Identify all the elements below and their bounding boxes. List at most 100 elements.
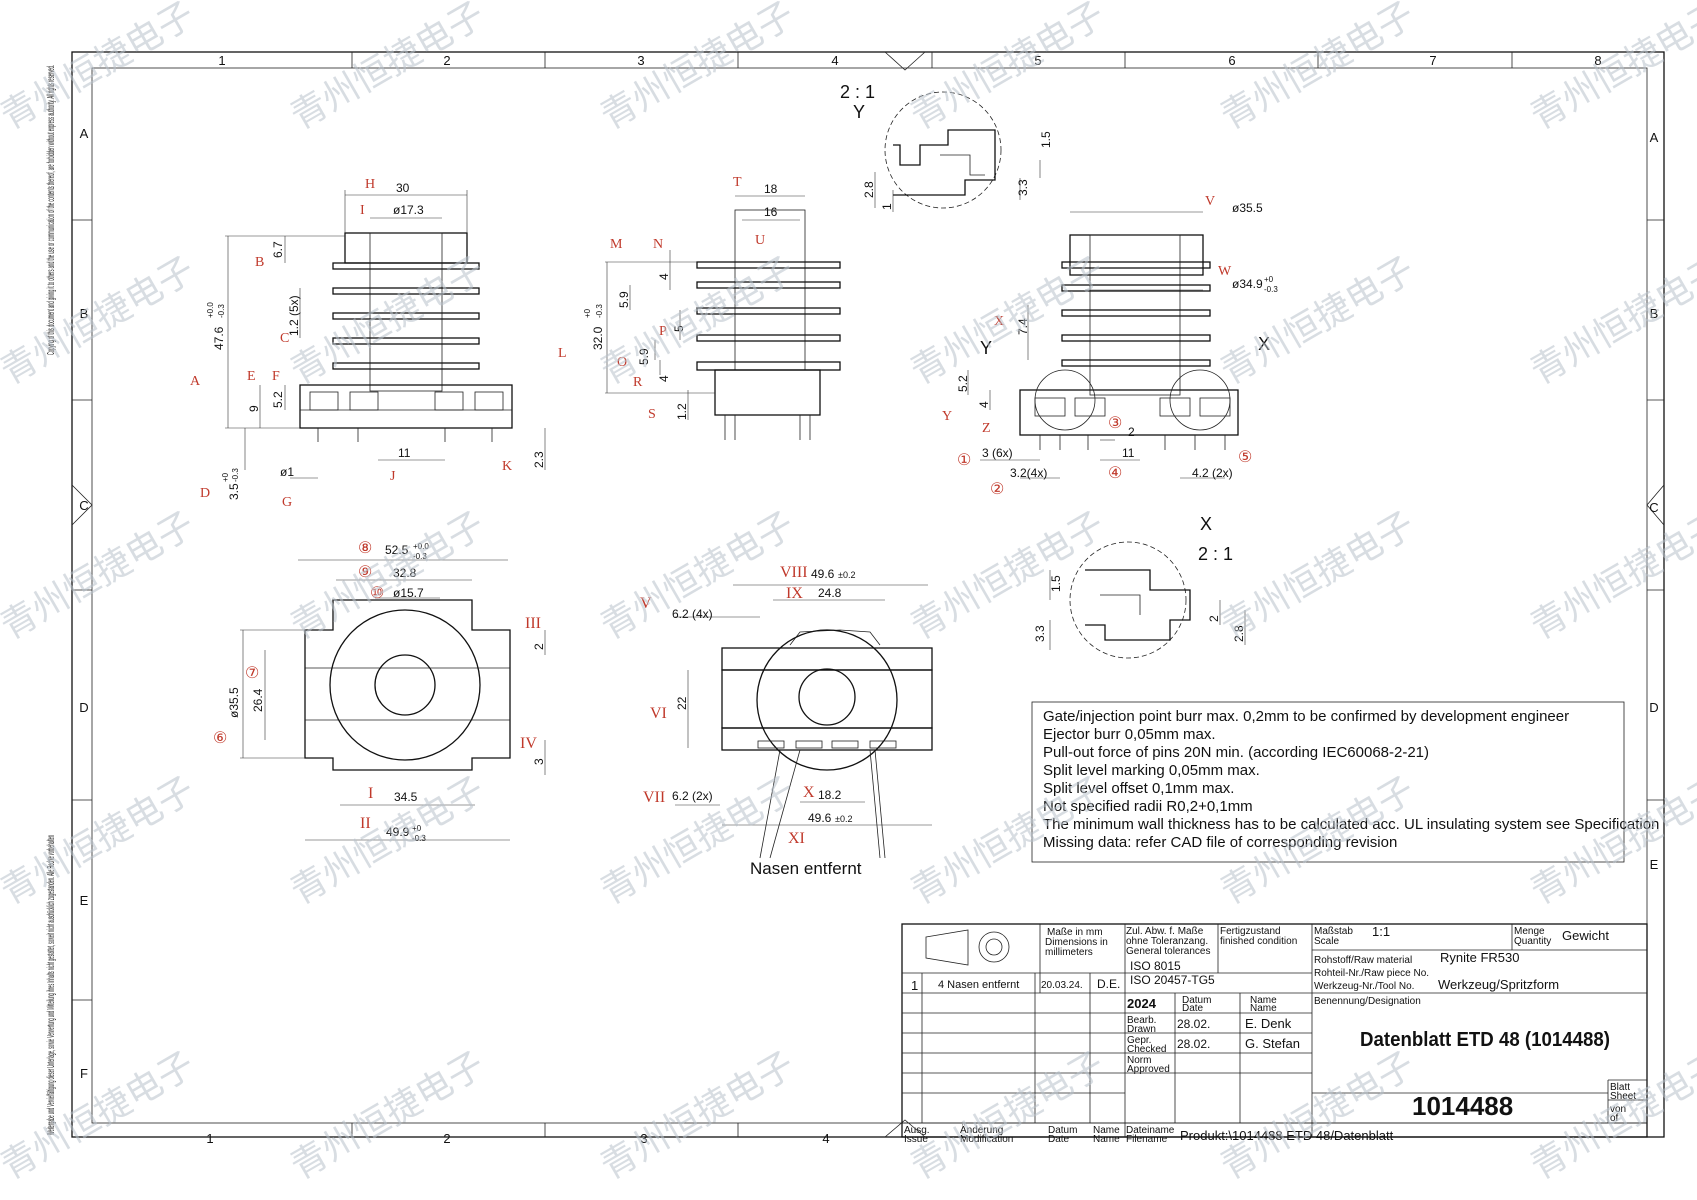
row-label: D <box>1649 700 1658 715</box>
dim-label: 5 <box>672 325 686 332</box>
dim-label: ø1 <box>280 465 294 479</box>
title-block: Maße in mm Dimensions in millimeters Zul… <box>901 923 1648 1145</box>
dim-tolerance: +0 <box>221 472 230 482</box>
drawing-number: 1014488 <box>1412 1091 1513 1121</box>
dim-label: 3 (6x) <box>982 446 1013 460</box>
callout-letter: F <box>272 369 280 384</box>
tb-checked-name: G. Stefan <box>1245 1036 1300 1051</box>
watermark-text: 青州恒捷电子 <box>1214 0 1422 138</box>
note-line: Pull-out force of pins 20N min. (accordi… <box>1043 744 1429 761</box>
callout-letter: E <box>247 369 256 384</box>
dim-label: ø35.5 <box>1232 201 1263 215</box>
watermark-text: 青州恒捷电子 <box>284 249 492 393</box>
tb-label: Rohteil-Nr./Raw piece No. <box>1314 968 1429 979</box>
drawing-frame: 1 2 3 4 5 6 7 8 1 2 3 4 A B C D E F A B … <box>46 51 1665 1146</box>
callout-letter: L <box>558 346 567 361</box>
roman-callout: VII <box>643 789 665 806</box>
tb-label: Drawn <box>1127 1024 1156 1035</box>
row-label: B <box>1650 306 1659 321</box>
watermark-text: 青州恒捷电子 <box>284 1044 492 1188</box>
roman-callout: VI <box>650 705 667 722</box>
dim-label: 5.2 <box>956 375 970 392</box>
tb-label: finished condition <box>1220 936 1297 947</box>
dim-label: 3.2(4x) <box>1010 466 1047 480</box>
callout-letter: S <box>648 407 656 422</box>
tb-label: Sheet <box>1610 1091 1636 1102</box>
circled-callout: ② <box>990 481 1004 498</box>
callout-letter: H <box>365 177 375 192</box>
watermark-text: 青州恒捷电子 <box>284 769 492 913</box>
callout-letter: I <box>360 203 365 218</box>
tb-label: Datum <box>1182 995 1211 1006</box>
roman-callout: XI <box>788 830 805 847</box>
tb-rev-name: D.E. <box>1097 977 1120 991</box>
tb-label: Datum <box>1048 1125 1077 1136</box>
top-view: 52.5 +0.0 -0.3 32.8 ø15.7 ø35.5 26.4 2 3… <box>213 540 546 843</box>
watermark-text: 青州恒捷电子 <box>594 249 802 393</box>
detail-scale: 2 : 1 <box>840 82 875 102</box>
dim-label: ø15.7 <box>393 586 424 600</box>
dim-label: 2.8 <box>1232 625 1246 642</box>
note-line: Ejector burr 0,05mm max. <box>1043 726 1216 743</box>
tb-label: Issue <box>904 1134 928 1145</box>
dim-label: 1.5 <box>1039 131 1053 148</box>
col-label: 3 <box>640 1131 647 1146</box>
tb-filename: Produkt:\1014488 ETD 48/Datenblatt <box>1180 1128 1394 1143</box>
watermark-text: 青州恒捷电子 <box>0 504 202 648</box>
side-view: 18 16 4 5.9 32.0 +0 -0.3 5 5.9 4 1.2 L M… <box>558 175 841 440</box>
dim-tolerance: -0.3 <box>413 552 427 561</box>
dim-label: 11 <box>398 446 411 460</box>
detail-y: 2 : 1 Y 1.5 2.8 1 3.3 <box>840 82 1053 212</box>
dim-label: 5.9 <box>617 291 631 308</box>
dim-label: 2.3 <box>532 451 546 468</box>
dim-label: 9 <box>247 405 261 412</box>
row-label: E <box>80 893 89 908</box>
dim-label: ø34.9 <box>1232 277 1263 291</box>
dim-tolerance: -0.3 <box>412 834 426 843</box>
tb-label: Menge <box>1514 926 1545 937</box>
tb-label: millimeters <box>1045 947 1093 958</box>
dim-label: 26.4 <box>251 688 265 712</box>
tb-label: Scale <box>1314 936 1339 947</box>
nasen-entfernt-label: Nasen entfernt <box>750 859 862 878</box>
watermark-text: 青州恒捷电子 <box>1524 1044 1697 1188</box>
callout-letter: C <box>280 331 289 346</box>
watermark-text: 青州恒捷电子 <box>284 0 492 138</box>
dim-label: 2 <box>1128 425 1135 439</box>
watermark-text: 青州恒捷电子 <box>0 769 202 913</box>
roman-callout: V <box>640 595 652 612</box>
col-label: 7 <box>1429 53 1436 68</box>
dim-label: 11 <box>1122 446 1135 460</box>
callout-letter: D <box>200 486 210 501</box>
col-label: 2 <box>443 1131 450 1146</box>
dim-label: 7.4 <box>1016 318 1030 335</box>
watermark-text: 青州恒捷电子 <box>1214 249 1422 393</box>
tb-label: Norm <box>1127 1055 1151 1066</box>
col-label: 2 <box>443 53 450 68</box>
dim-label: 2.8 <box>862 181 876 198</box>
detail-mark: X <box>1200 514 1212 534</box>
watermark-text: 青州恒捷电子 <box>1524 249 1697 393</box>
dim-label: 22 <box>675 696 689 710</box>
dim-label: 16 <box>764 205 778 219</box>
dim-tolerance: +0.0 <box>206 302 215 318</box>
tb-label: Bearb. <box>1127 1015 1156 1026</box>
tb-rev-num: 1 <box>911 978 918 993</box>
tb-label: Gepr. <box>1127 1035 1151 1046</box>
watermark-text: 青州恒捷电子 <box>594 504 802 648</box>
watermark-text: 青州恒捷电子 <box>1524 504 1697 648</box>
circled-callout: ⑤ <box>1238 449 1252 466</box>
callout-letter: X <box>994 314 1004 329</box>
callout-letter: O <box>617 355 627 370</box>
watermark-text: 青州恒捷电子 <box>1524 769 1697 913</box>
notes-box: Gate/injection point burr max. 0,2mm to … <box>1031 701 1659 863</box>
tb-year: 2024 <box>1127 996 1157 1011</box>
dim-label: 2 <box>1207 615 1221 622</box>
dim-tolerance: ±0.2 <box>835 814 852 824</box>
dim-tolerance: -0.3 <box>231 468 240 482</box>
copyright-notice-de: Weitergabe und Vervielfältigung dieser U… <box>46 835 57 1135</box>
watermark-text: 青州恒捷电子 <box>284 504 492 648</box>
col-label: 6 <box>1228 53 1235 68</box>
row-label: C <box>1649 500 1658 515</box>
dim-tolerance: +0.0 <box>413 542 429 551</box>
